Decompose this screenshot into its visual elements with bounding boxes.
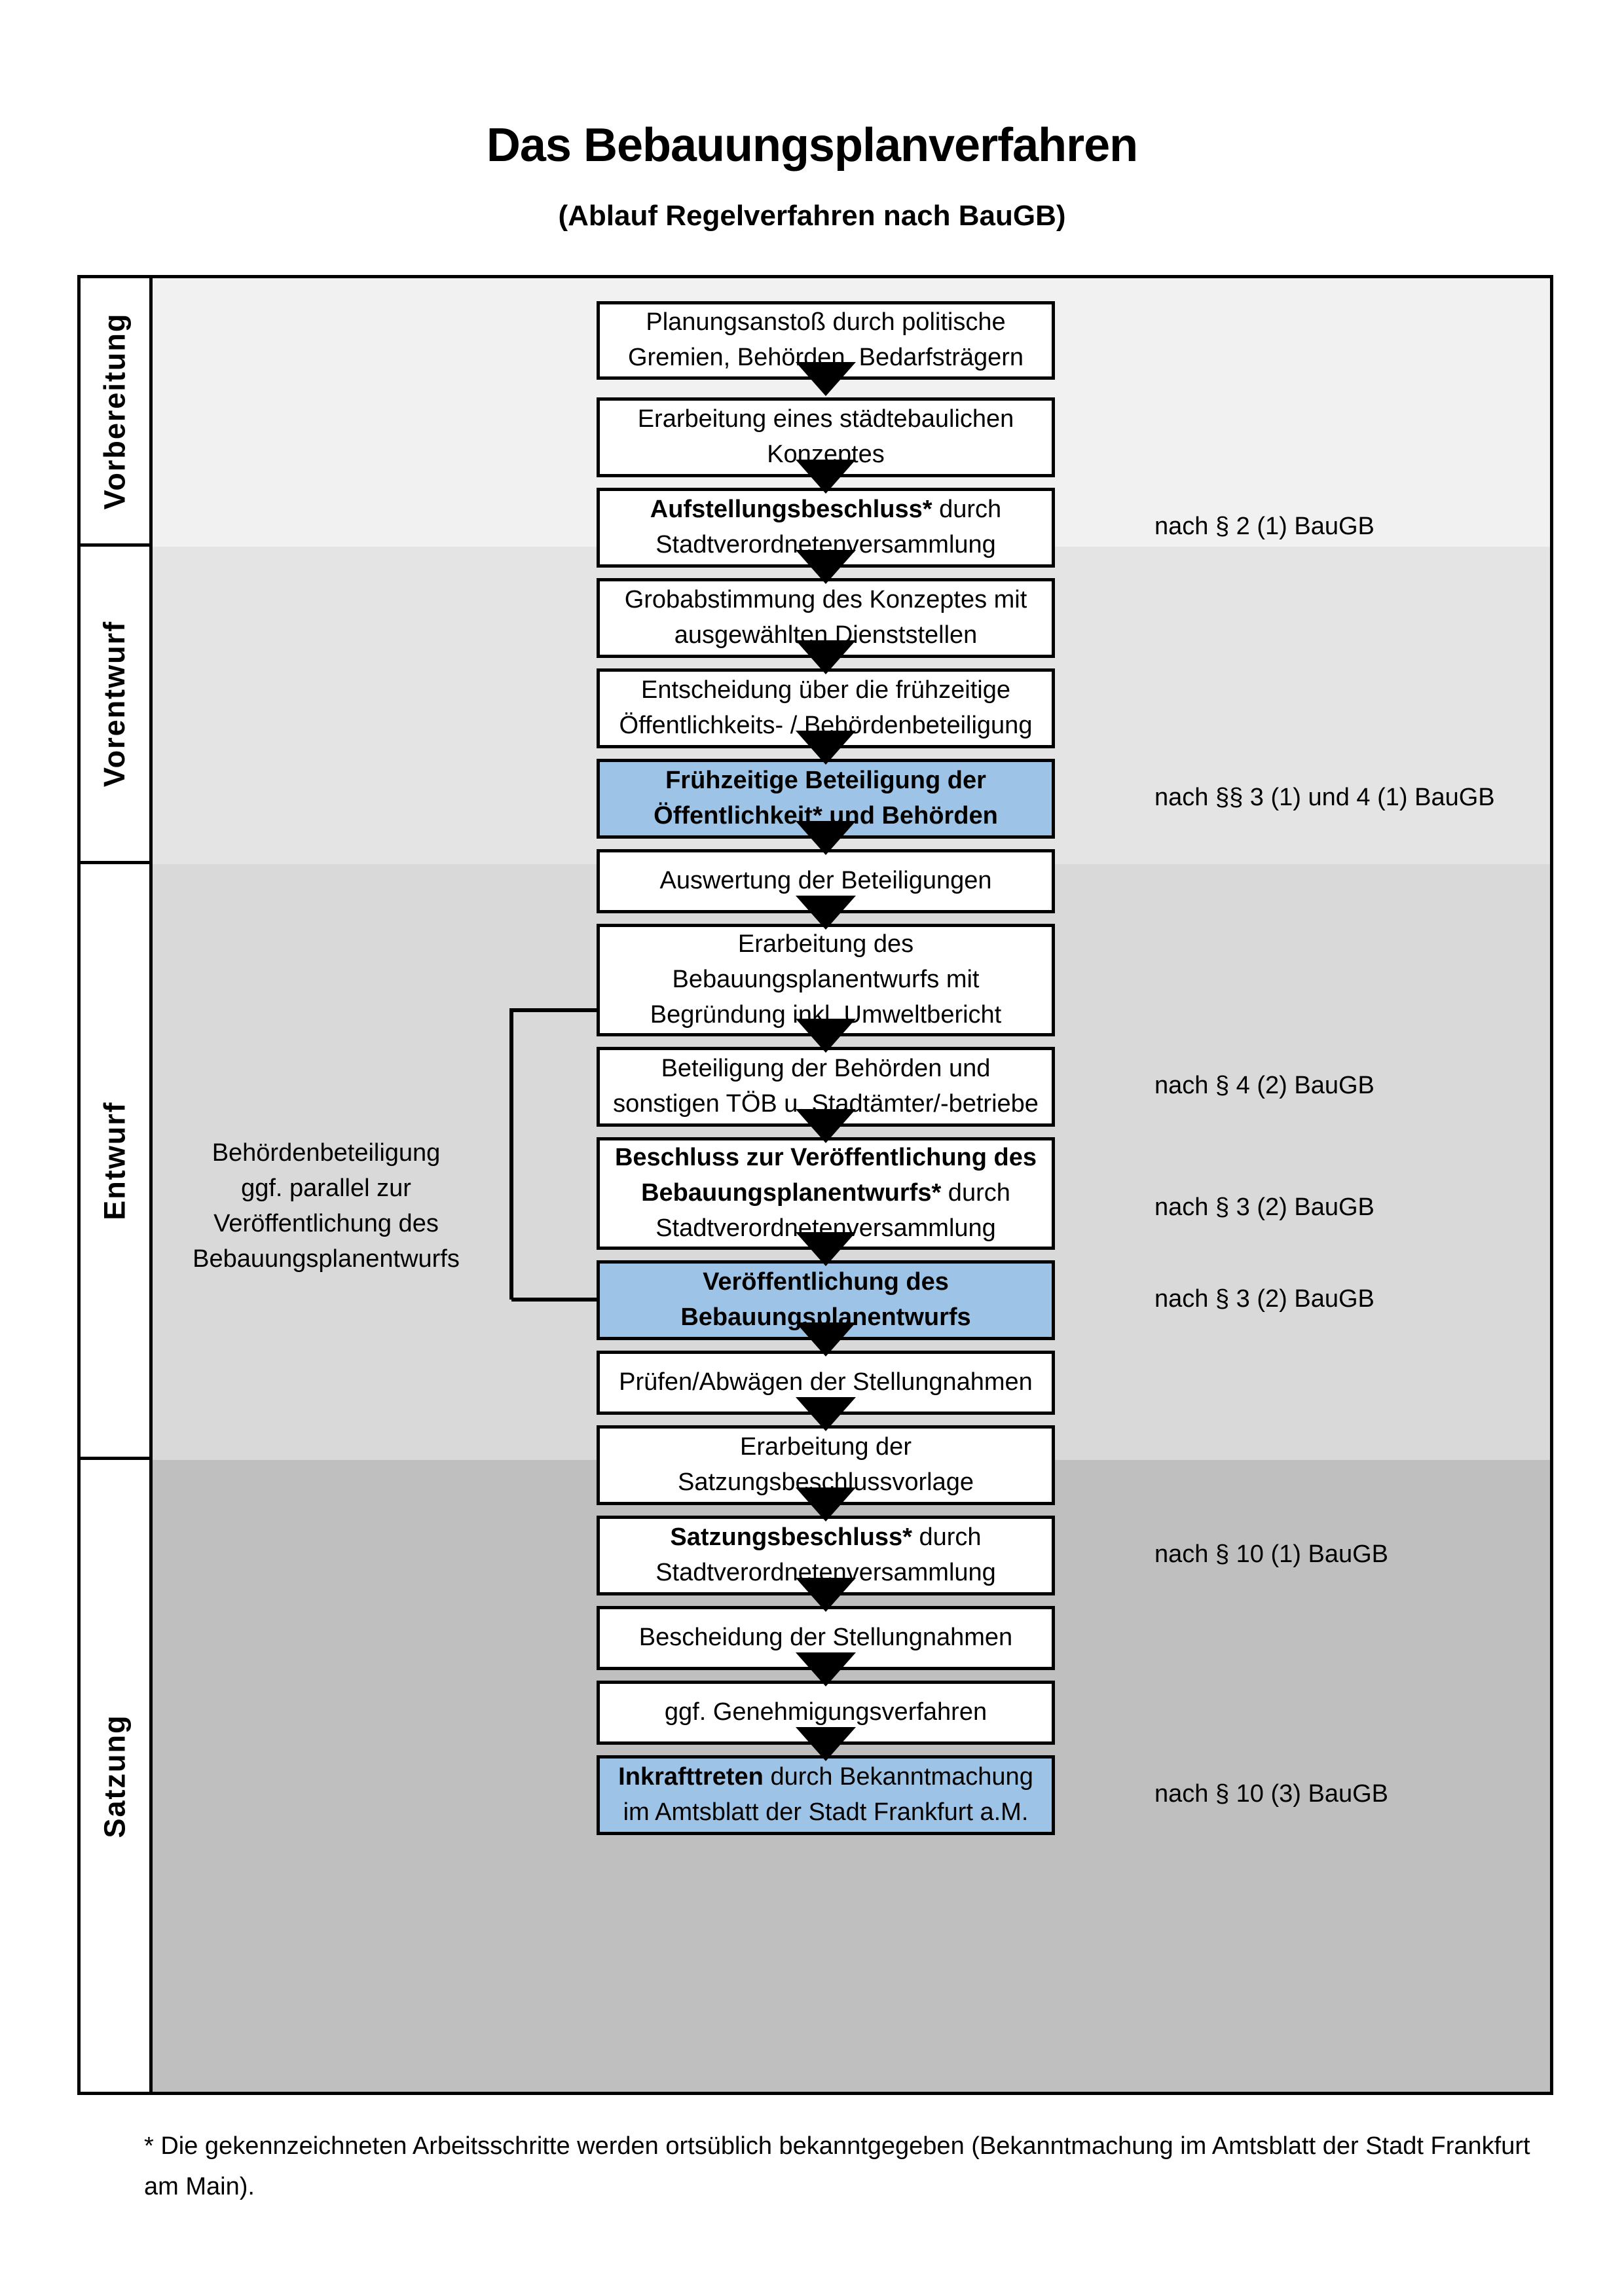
step-line: Entscheidung über die frühzeitige (640, 676, 1011, 704)
legal-reference-paragraph-3-2-veroeffentlichung: nach § 3 (2) BauGB (1154, 1285, 1375, 1313)
legal-reference-paragraph-2-1: nach § 2 (1) BauGB (1154, 513, 1375, 540)
step-line: Bebauungsplanentwurfs mit (672, 966, 980, 994)
flow-arrow-down (796, 821, 856, 855)
page-title: Das Bebauungsplanverfahren (486, 119, 1138, 172)
step-line: durch (941, 1179, 1010, 1207)
flow-arrow-down (796, 1019, 856, 1053)
step-line: Beteiligung der Behörden und (661, 1055, 991, 1083)
flow-arrow-down (796, 1727, 856, 1761)
page-subtitle: (Ablauf Regelverfahren nach BauGB) (558, 199, 1066, 232)
flow-step-satzungsbeschlussvorlage[interactable]: Erarbeitung der Satzungsbeschlussvorlage (597, 1425, 1055, 1505)
flow-arrow-down (796, 460, 856, 494)
step-line: Grobabstimmung des Konzeptes mit (624, 586, 1027, 614)
flow-arrow-down (796, 640, 856, 674)
step-line-strong: Frühzeitige Beteiligung der (665, 767, 986, 795)
flow-arrow-down (796, 1397, 856, 1431)
step-line-strong: Veröffentlichung des (703, 1268, 949, 1296)
flow-arrow-down (796, 1652, 856, 1686)
phase-label-vorbereitung: Vorbereitung (81, 278, 153, 547)
side-note-line: Bebauungsplanentwurfs (193, 1245, 460, 1273)
step-line: durch (912, 1523, 982, 1552)
step-line: durch Bekanntmachung (763, 1763, 1033, 1791)
flow-arrow-down (796, 731, 856, 765)
step-line: im Amtsblatt der Stadt Frankfurt a.M. (623, 1798, 1029, 1826)
flow-arrow-down (796, 1487, 856, 1522)
step-line-strong: Inkrafttreten (618, 1763, 764, 1791)
step-line-strong: Bebauungsplanentwurfs* (641, 1179, 942, 1207)
flow-arrow-down (796, 550, 856, 584)
phase-label-satzung: Satzung (81, 1460, 153, 2092)
document-header: Das Bebauungsplanverfahren (Ablauf Regel… (0, 0, 1624, 232)
flow-step-inkrafttreten[interactable]: Inkrafttreten durch Bekanntmachung im Am… (597, 1755, 1055, 1835)
flow-arrow-down (796, 362, 856, 396)
legal-reference-paragraph-4-2: nach § 4 (2) BauGB (1154, 1072, 1375, 1099)
phase-label-text: Vorentwurf (98, 620, 132, 788)
side-note-line: Behördenbeteiligung (212, 1139, 441, 1167)
side-note-parallel-procedure: Behördenbeteiligung ggf. parallel zur Ve… (172, 1136, 480, 1277)
phase-label-entwurf: Entwurf (81, 864, 153, 1460)
step-line-strong: Aufstellungsbeschluss* (650, 496, 932, 524)
flow-arrow-down (796, 1578, 856, 1612)
phase-label-text: Satzung (98, 1714, 132, 1838)
step-line: durch (932, 496, 1002, 524)
phase-label-vorentwurf: Vorentwurf (81, 547, 153, 864)
step-line: Bescheidung der Stellungnahmen (638, 1624, 1013, 1652)
footnote: * Die gekennzeichneten Arbeitsschritte w… (144, 2132, 1530, 2200)
phase-label-text: Vorbereitung (98, 312, 132, 509)
step-line: Planungsanstoß durch politische (646, 308, 1006, 337)
flow-step-planungsanstoss[interactable]: Planungsanstoß durch politische Gremien,… (597, 301, 1055, 380)
legal-reference-paragraph-10-3: nach § 10 (3) BauGB (1154, 1780, 1388, 1808)
step-line: Auswertung der Beteiligungen (659, 867, 992, 895)
step-line: Erarbeitung des (737, 930, 914, 958)
legal-reference-paragraph-10-1: nach § 10 (1) BauGB (1154, 1540, 1388, 1568)
side-note-line: ggf. parallel zur (241, 1174, 411, 1202)
legal-reference-paragraph-3-2-beschluss: nach § 3 (2) BauGB (1154, 1194, 1375, 1221)
step-line: Prüfen/Abwägen der Stellungnahmen (619, 1368, 1033, 1396)
flow-arrow-down (796, 1109, 856, 1143)
step-line: Erarbeitung eines städtebaulichen (637, 405, 1014, 433)
flow-arrow-down (796, 1322, 856, 1357)
phase-label-text: Entwurf (98, 1101, 132, 1220)
step-line: ggf. Genehmigungsverfahren (664, 1698, 987, 1726)
legal-reference-paragraph-3-1-und-4-1: nach §§ 3 (1) und 4 (1) BauGB (1154, 784, 1495, 811)
step-line-strong: Satzungsbeschluss* (670, 1523, 912, 1552)
step-line: Erarbeitung der (740, 1433, 912, 1461)
step-line-strong: Beschluss zur Veröffentlichung des (614, 1144, 1037, 1172)
side-note-line: Veröffentlichung des (213, 1209, 439, 1237)
flowchart-frame: Vorbereitung Vorentwurf Entwurf Satzung … (77, 275, 1553, 2095)
flow-arrow-down (796, 896, 856, 930)
flow-arrow-down (796, 1232, 856, 1266)
